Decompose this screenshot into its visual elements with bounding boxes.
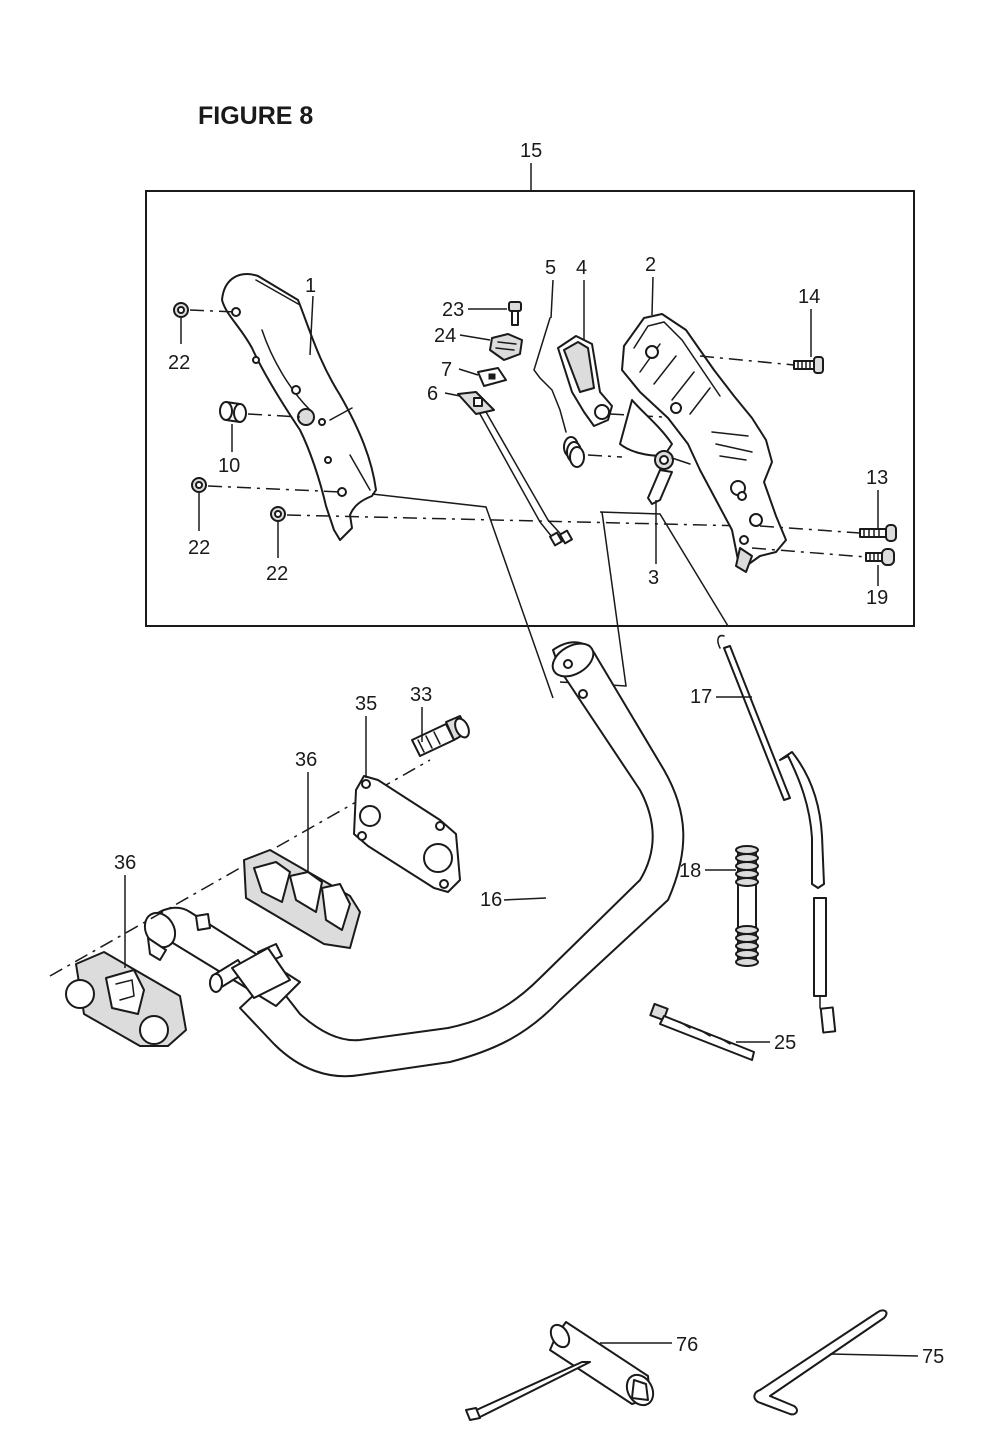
part-35-clamp-plate [353, 775, 461, 893]
callout-6: 6 [427, 383, 438, 405]
callout-3: 3 [648, 567, 659, 589]
part-22-nut-top [173, 302, 189, 318]
callout-17: 17 [690, 686, 712, 708]
part-76-plug-wrench [465, 1321, 655, 1421]
leader-75 [829, 1353, 919, 1357]
part-24-block-nut [489, 333, 523, 361]
part-23-screw [508, 301, 522, 326]
part-14-screw [793, 356, 824, 374]
part-18-spring-tube [735, 845, 759, 967]
callout-2: 2 [645, 254, 656, 276]
callout-16: 16 [480, 889, 502, 911]
leader-24 [459, 334, 491, 341]
callout-22-bottom: 22 [266, 563, 288, 585]
part-5-spring [533, 317, 585, 468]
part-22-nut-bottom [270, 506, 286, 522]
callout-4: 4 [576, 257, 587, 279]
callout-13: 13 [866, 467, 888, 489]
axis-22-middle [207, 485, 343, 493]
leader-7 [458, 368, 479, 376]
callout-36-lower: 36 [114, 852, 136, 874]
callout-23: 23 [442, 299, 464, 321]
spring-coil-top [735, 845, 759, 887]
part-1-handle-cover [221, 273, 377, 541]
part-6-stop-switch [457, 391, 573, 547]
part-7-plate [477, 367, 507, 387]
callout-7: 7 [441, 359, 452, 381]
callout-33: 33 [410, 684, 432, 706]
callout-5: 5 [545, 257, 556, 279]
handle-assembly-frame [145, 190, 915, 627]
callout-1: 1 [305, 275, 316, 297]
part-25-cable-tie [649, 1002, 755, 1061]
part-22-nut-middle [191, 477, 207, 493]
callout-10: 10 [218, 455, 240, 477]
part-2-handle-half [621, 313, 787, 573]
axis-19 [751, 547, 867, 558]
callout-22-top: 22 [168, 352, 190, 374]
axis-14 [699, 355, 795, 366]
axis-22-top [189, 309, 237, 313]
leader-16 [503, 897, 547, 901]
callout-18: 18 [679, 860, 701, 882]
part-19-screw [865, 548, 895, 566]
part-10-bushing [219, 401, 247, 423]
part-13-screw [859, 524, 897, 542]
callout-75: 75 [922, 1346, 944, 1368]
spring-coil-bottom [735, 925, 759, 967]
callout-22-middle: 22 [188, 537, 210, 559]
callout-14: 14 [798, 286, 820, 308]
leader-1 [309, 295, 314, 356]
callout-24: 24 [434, 325, 456, 347]
axis-13 [759, 525, 861, 534]
callout-19: 19 [866, 587, 888, 609]
part-16-loop-handle [143, 641, 685, 1078]
callout-25: 25 [774, 1032, 796, 1054]
callout-36-upper: 36 [295, 749, 317, 771]
axis-22-bottom [286, 514, 747, 527]
part-36-spacer-upper [243, 849, 361, 949]
part-17-throttle-cable [717, 634, 837, 1034]
leader-6 [444, 392, 461, 397]
figure-title: FIGURE 8 [198, 102, 313, 130]
part-33-bolt [411, 715, 470, 757]
leader-2 [651, 276, 654, 316]
leader-5 [550, 279, 554, 319]
callout-76: 76 [676, 1334, 698, 1356]
part-75-hex-key [753, 1309, 888, 1416]
callout-15: 15 [520, 140, 542, 162]
axis-5 [587, 454, 623, 458]
part-3-throttle-trigger [619, 399, 691, 505]
callout-35: 35 [355, 693, 377, 715]
part-36-spacer-lower [65, 951, 187, 1047]
axis-10 [247, 413, 301, 418]
part-4-lockout-lever [557, 335, 613, 427]
